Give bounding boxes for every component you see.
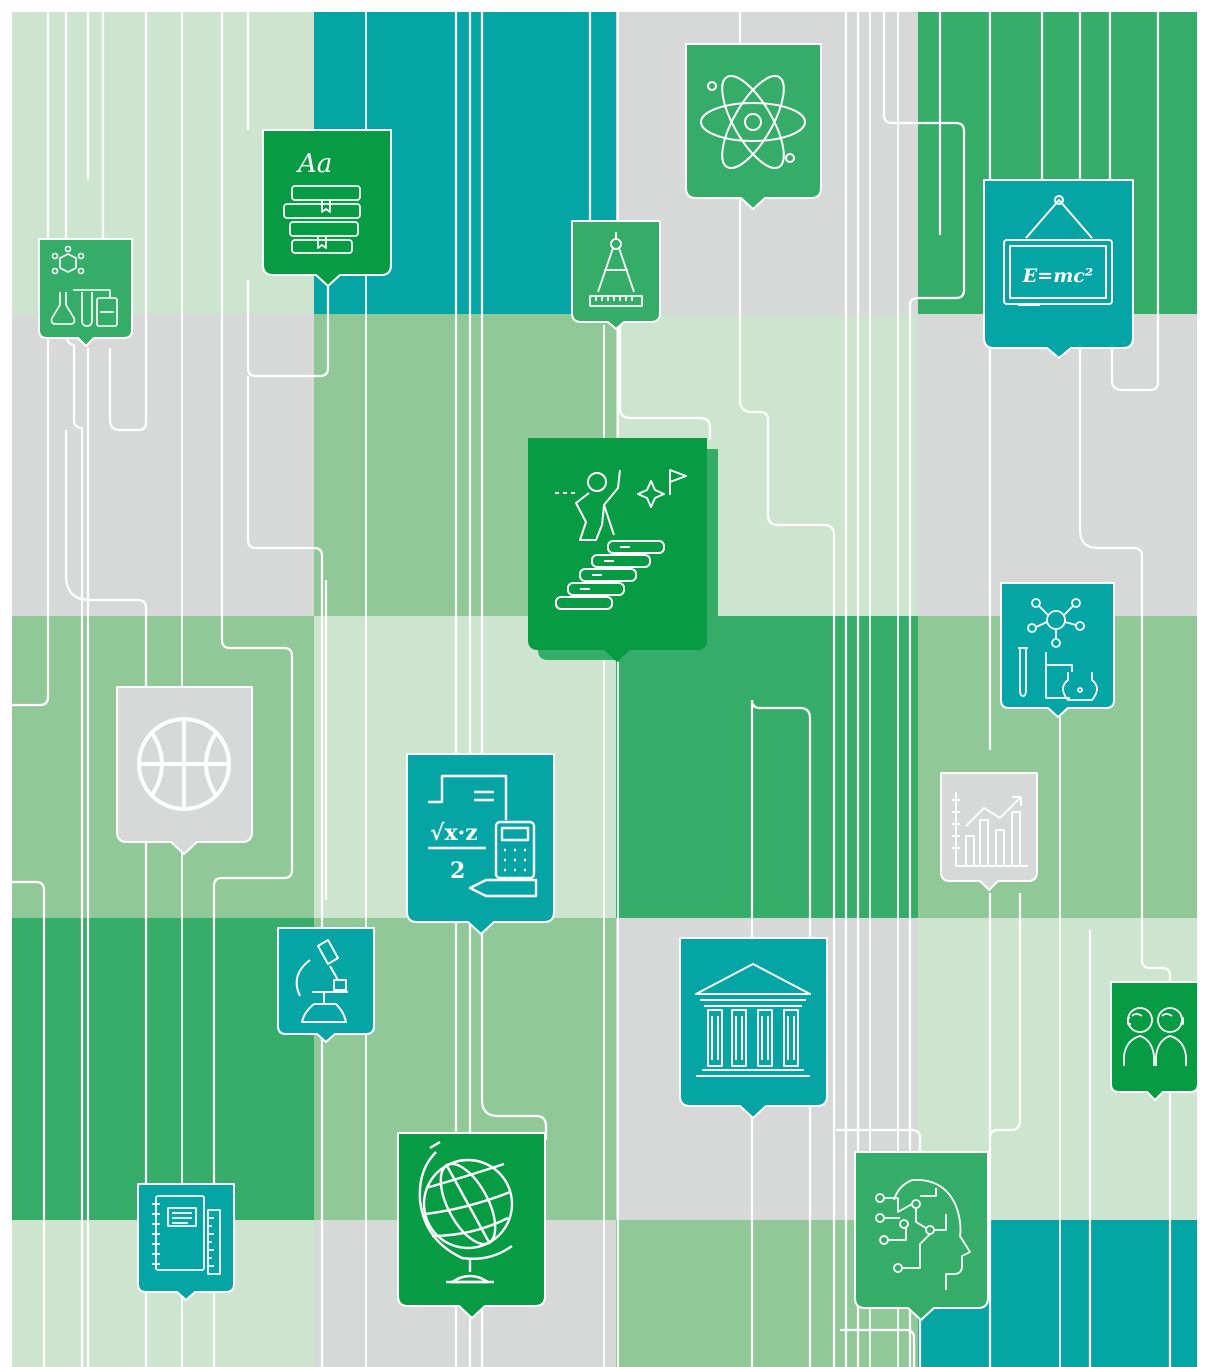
atom-badge xyxy=(685,43,822,210)
chemistry-molecule-icon xyxy=(50,245,118,327)
people-communication-icon xyxy=(1123,1007,1187,1066)
math-badge: √x·z 2 xyxy=(406,753,555,935)
physics-formula-board-icon: E=mc² xyxy=(1003,195,1113,306)
physics-badge: E=mc² xyxy=(983,179,1134,359)
math-calculator-icon: √x·z 2 xyxy=(428,774,538,898)
biology-badge xyxy=(277,927,375,1043)
typography-glyphs: Aa xyxy=(296,149,332,179)
microscope-icon xyxy=(295,939,348,1023)
books-typography-icon: Aa xyxy=(283,149,361,254)
sports-badge xyxy=(116,686,253,855)
statistics-badge xyxy=(940,772,1038,891)
atom-icon xyxy=(700,74,806,170)
background-grid xyxy=(12,12,1197,1367)
basketball-icon xyxy=(137,717,231,811)
molecule-flask-icon xyxy=(1018,598,1098,701)
success-badge xyxy=(528,438,718,670)
math-expression: √x·z xyxy=(430,820,478,846)
artificial-intelligence-head-icon xyxy=(875,1179,971,1290)
museum-building-icon xyxy=(695,963,811,1077)
physics-formula-text: E=mc² xyxy=(1022,265,1093,287)
math-denominator: 2 xyxy=(450,858,465,884)
growth-chart-icon xyxy=(952,792,1028,867)
history-badge xyxy=(679,937,828,1119)
chemistry-lab-badge xyxy=(1000,582,1115,718)
geography-badge xyxy=(397,1132,546,1319)
globe-icon xyxy=(418,1140,514,1284)
notebook-ruler-icon xyxy=(152,1195,221,1275)
chemistry-badge xyxy=(38,238,133,347)
success-stairs-icon xyxy=(555,469,687,610)
communication-badge xyxy=(1110,981,1199,1101)
literature-badge xyxy=(137,1183,235,1301)
compass-badge xyxy=(571,220,661,330)
compass-ruler-icon xyxy=(589,232,643,307)
typography-badge: Aa xyxy=(262,129,392,287)
computer-science-badge xyxy=(854,1151,989,1321)
